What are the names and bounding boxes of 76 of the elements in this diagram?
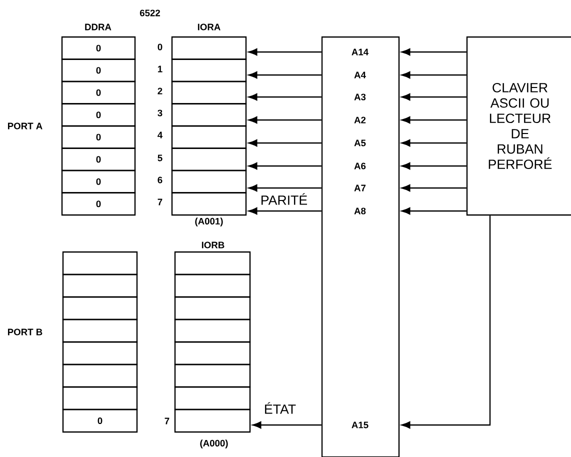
register-cell: [174, 364, 251, 388]
text-label: 5: [158, 154, 162, 162]
arrow: [248, 48, 322, 56]
register-cell: [62, 341, 138, 366]
text-label: 0: [158, 44, 162, 50]
register-cell: [62, 296, 138, 320]
register-cell: [174, 274, 251, 298]
arrow: [248, 93, 322, 101]
register-cell: [171, 192, 247, 216]
register-cell: 0: [61, 36, 136, 60]
pin-label: A6: [354, 162, 366, 170]
arrow: [401, 184, 466, 192]
register-cell: [174, 341, 251, 366]
text-label: 1: [158, 66, 162, 72]
arrow: [401, 207, 466, 215]
text-label: 6: [158, 176, 162, 184]
register-cell: [171, 36, 247, 60]
register-cell: [171, 148, 247, 172]
edge-label: PARITÉ: [259, 192, 309, 206]
arrow: [401, 139, 466, 147]
register-cell: [174, 408, 251, 433]
pin-label: A14: [352, 48, 369, 56]
register-cell: [171, 170, 247, 194]
pin-label: A7: [354, 184, 366, 192]
pin-label: A5: [354, 140, 366, 146]
device-box: CLAVIER ASCII OU LECTEUR DE RUBAN PERFORÉ: [466, 36, 571, 216]
register-cell: [174, 296, 251, 320]
arrow: [401, 216, 491, 429]
text-label: 6522: [140, 10, 160, 16]
pin-label: A8: [354, 208, 366, 214]
arrow: [401, 71, 466, 79]
arrow: [401, 116, 466, 124]
text-label: PORT A: [8, 122, 42, 130]
pin-label: A15: [352, 422, 368, 428]
register-cell: [171, 103, 247, 127]
register-cell: 0: [61, 170, 136, 194]
register-cell: [62, 364, 138, 388]
register-cell: [171, 80, 247, 104]
arrow: [252, 421, 322, 429]
register-cell: [174, 251, 251, 276]
arrow: [401, 162, 466, 170]
register-cell: [174, 318, 251, 343]
register-cell: 0: [62, 408, 138, 433]
pin-label: A4: [354, 72, 366, 78]
pin-label: A2: [354, 116, 366, 124]
register-cell: [174, 386, 251, 410]
register-cell: 0: [61, 80, 136, 104]
arrow: [248, 184, 322, 192]
register-cell: 0: [61, 148, 136, 172]
register-cell: 0: [61, 125, 136, 149]
text-label: 3: [158, 110, 162, 116]
register-cell: [62, 274, 138, 298]
arrow: [248, 207, 322, 215]
register-cell: 0: [61, 103, 136, 127]
arrow: [401, 48, 466, 56]
pin-label: A3: [354, 94, 366, 100]
arrow: [248, 116, 322, 124]
register-cell: [171, 125, 247, 149]
register-cell: [62, 318, 138, 343]
text-label: 7: [164, 418, 170, 424]
text-label: IORB: [202, 242, 224, 248]
arrow: [248, 139, 322, 147]
text-label: 7: [158, 198, 162, 206]
register-cell: [62, 386, 138, 410]
text-label: PORT B: [8, 328, 42, 336]
arrow: [401, 93, 466, 101]
arrow: [248, 162, 322, 170]
register-cell: 0: [61, 58, 136, 82]
text-label: (A001): [195, 218, 223, 226]
register-cell: [62, 251, 138, 276]
arrow: [248, 71, 322, 79]
text-label: 2: [158, 88, 162, 94]
text-label: 4: [158, 132, 163, 138]
register-cell: 0: [61, 192, 136, 216]
register-cell: [171, 58, 247, 82]
edge-label: ÉTAT: [262, 400, 298, 416]
